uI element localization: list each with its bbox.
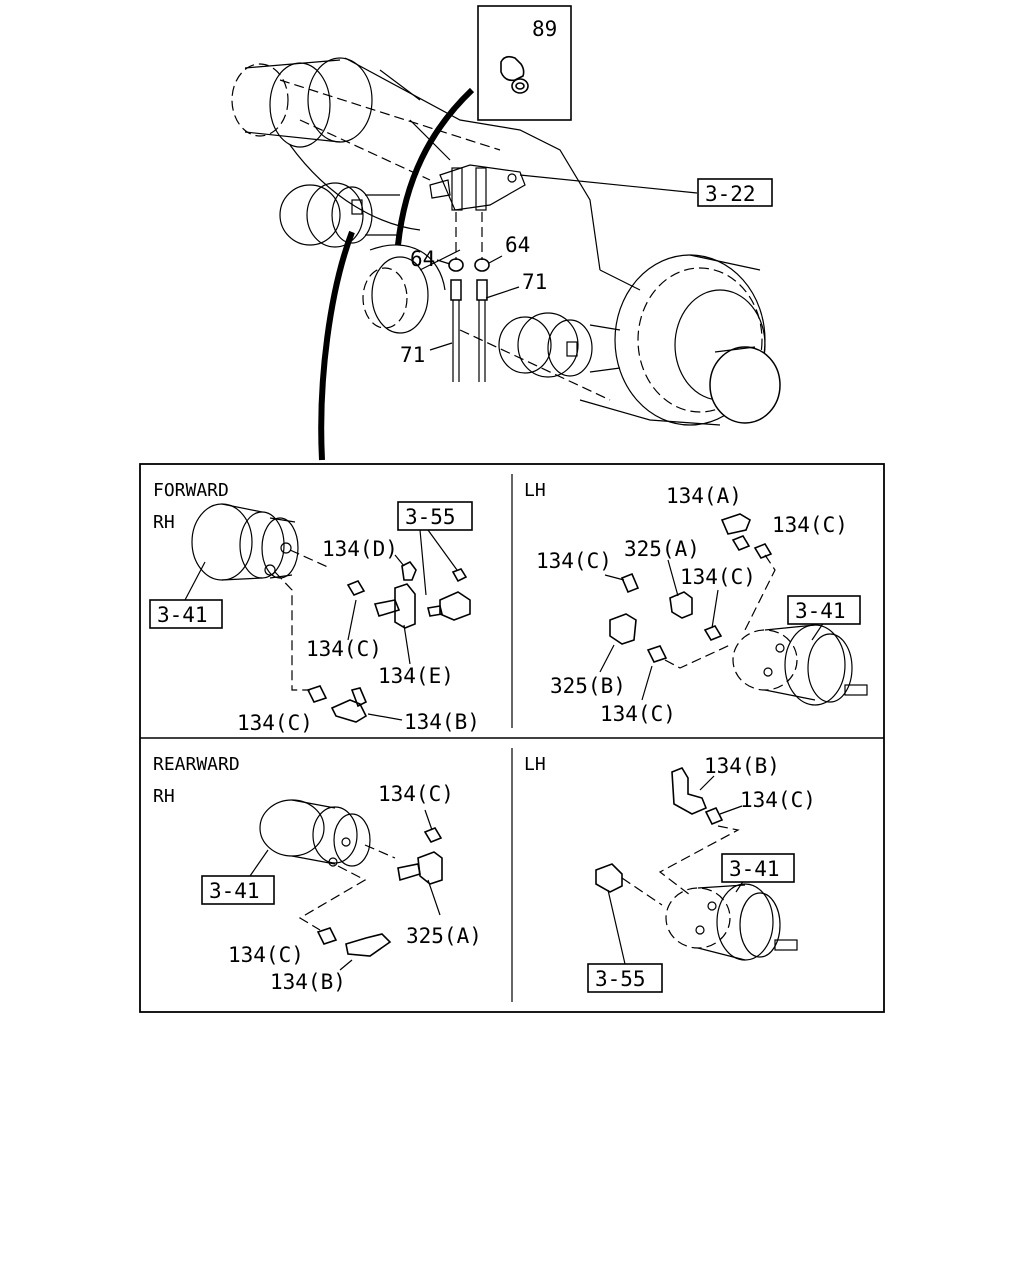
- label-71-lower: 71: [400, 343, 425, 367]
- label-134a: 134(A): [666, 484, 742, 508]
- detail-frame: [139, 463, 885, 1013]
- tee-325a-icon: [669, 591, 693, 619]
- label-134c-a: 134(C): [306, 637, 382, 661]
- valve-3-55-icon: [595, 863, 623, 893]
- label-325a: 325(A): [624, 537, 700, 561]
- panel-side: RH: [153, 512, 175, 533]
- branch-icon: [397, 863, 421, 882]
- hex-nipple-icon: [346, 580, 366, 596]
- detail-leader: [318, 230, 355, 461]
- elbow-valve-icon: [427, 568, 471, 621]
- ref-3-41: 3-41: [157, 603, 208, 627]
- nipple-icon: [423, 827, 443, 843]
- ref-3-41: 3-41: [729, 857, 780, 881]
- washer-right-icon: [474, 258, 490, 272]
- tee-325a-icon: [417, 851, 443, 885]
- label-134c-1: 134(C): [772, 513, 848, 537]
- panel-rearward-rh: REARWARD RH 3-41 134(C) 325(A) 134(C) 13…: [153, 754, 482, 994]
- label-134c: 134(C): [740, 788, 816, 812]
- panel-heading: REARWARD: [153, 754, 240, 775]
- panel-forward-rh: FORWARD RH 3-41: [149, 480, 480, 735]
- inset-number: 89: [532, 17, 557, 41]
- connector-134d-icon: [401, 560, 417, 581]
- panel-side: LH: [524, 480, 546, 501]
- panel-heading: FORWARD: [153, 480, 229, 501]
- ref-3-41: 3-41: [209, 879, 260, 903]
- label-134c-bot: 134(C): [228, 943, 304, 967]
- nipple-icon: [646, 645, 668, 663]
- elbow-134b-icon: [671, 767, 708, 815]
- inset-leader: [395, 87, 475, 246]
- label-134c-2: 134(C): [536, 549, 612, 573]
- elbow-134b-icon: [345, 933, 392, 957]
- label-134b: 134(B): [270, 970, 346, 994]
- nipple-icon: [704, 806, 724, 826]
- elbow-134b-icon: [330, 687, 368, 723]
- ref-3-41: 3-41: [795, 599, 846, 623]
- label-134c-4: 134(C): [600, 702, 676, 726]
- ref-3-22: 3-22: [705, 182, 756, 206]
- nipple-icon: [316, 927, 338, 945]
- panel-side: LH: [524, 754, 546, 775]
- nipple-icon: [703, 625, 723, 641]
- label-71-upper: 71: [522, 270, 547, 294]
- label-134c-3: 134(C): [680, 565, 756, 589]
- elbow-fitting-icon: [500, 55, 529, 94]
- inset-box-89: 89: [477, 5, 572, 121]
- label-64-left: 64: [410, 247, 435, 271]
- panel-rearward-lh: LH 3-41 3-55 134(B) 134(C): [524, 754, 816, 993]
- ref-3-55: 3-55: [405, 505, 456, 529]
- panel-side: RH: [153, 786, 175, 807]
- label-134c-b: 134(C): [237, 711, 313, 735]
- label-134e: 134(E): [378, 664, 454, 688]
- nipple-icon: [731, 535, 751, 551]
- nipple-icon: [620, 572, 640, 594]
- elbow-134a-icon: [720, 513, 751, 535]
- label-325b: 325(B): [550, 674, 626, 698]
- tee-325b-icon: [609, 613, 637, 645]
- hex-nipple-bottom-icon: [306, 685, 328, 703]
- nipple-icon: [753, 543, 773, 559]
- washer-left-icon: [448, 258, 464, 272]
- ref-3-55: 3-55: [595, 967, 646, 991]
- label-134b: 134(B): [404, 710, 480, 734]
- label-134d: 134(D): [322, 537, 398, 561]
- axle-assembly: [231, 57, 781, 426]
- label-134b: 134(B): [704, 754, 780, 778]
- label-134c-top: 134(C): [378, 782, 454, 806]
- tee-fitting-icon: [373, 583, 416, 629]
- label-325a: 325(A): [406, 924, 482, 948]
- label-64-right: 64: [505, 233, 530, 257]
- panel-forward-lh: LH 3-41 134(A) 134(C) 134(C) 325(A): [524, 480, 868, 726]
